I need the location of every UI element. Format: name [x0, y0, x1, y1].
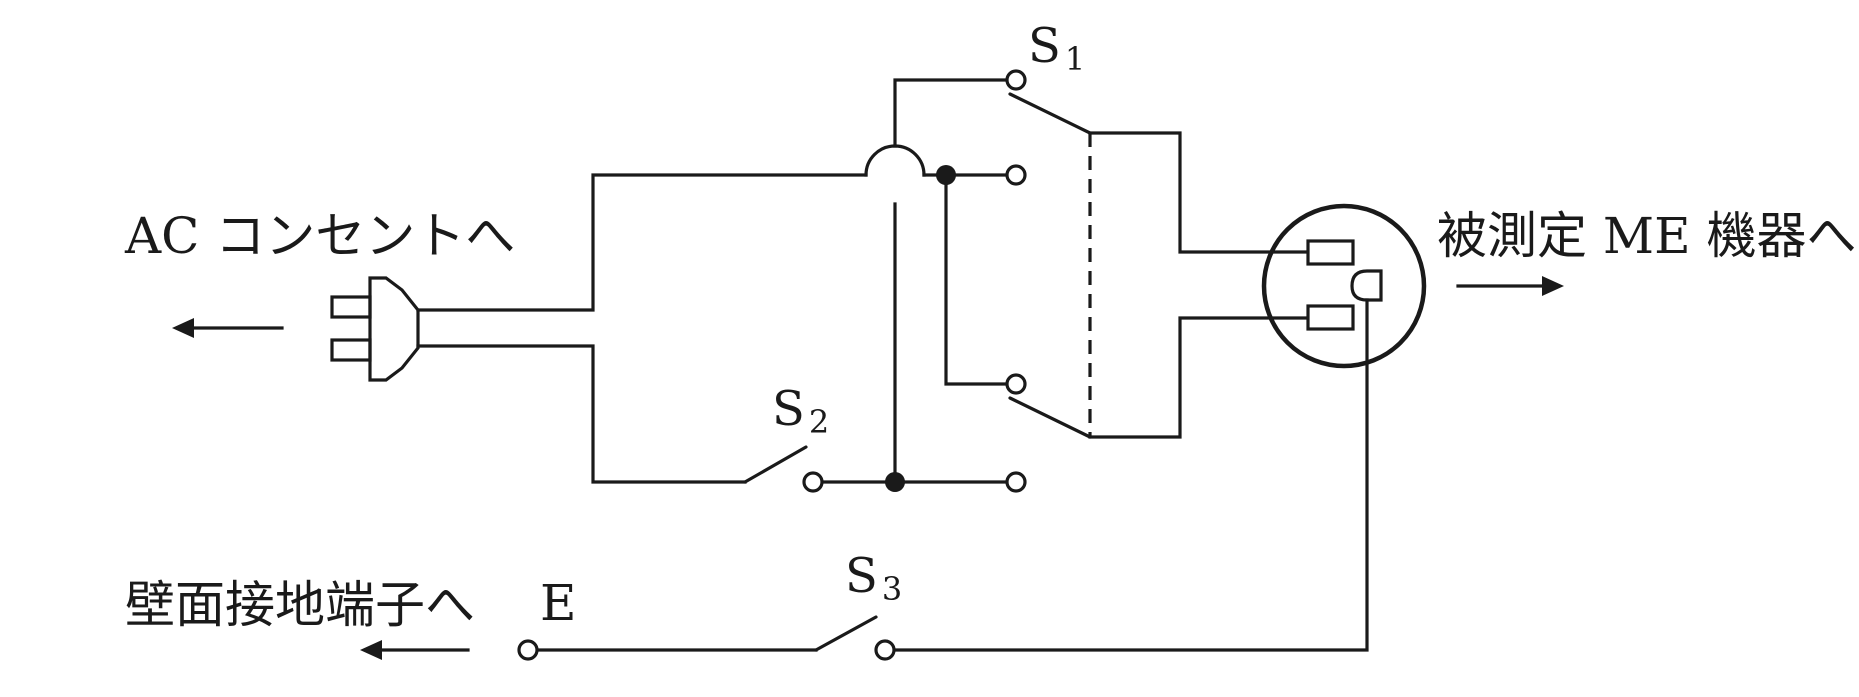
device-under-test-label: 被測定 ME 機器へ — [1437, 207, 1856, 265]
svg-text:S2: S2 — [772, 381, 829, 441]
ground-wire — [893, 298, 1369, 652]
wall-ground-label: 壁面接地端子へ — [125, 576, 475, 634]
junction-dot — [936, 165, 956, 185]
live-wire — [416, 173, 868, 312]
s1-middle-terminal — [1005, 164, 1027, 186]
s2-blade — [743, 445, 808, 484]
s3-blade — [814, 615, 878, 652]
s1-upper-blade — [1008, 92, 1092, 135]
ac-outlet-label: AC コンセントへ — [124, 207, 515, 265]
neutral-wire — [416, 344, 747, 484]
bottom-right-terminal — [1005, 471, 1027, 493]
earth-label: E — [540, 574, 577, 632]
right-arrow-icon — [1456, 276, 1564, 296]
earth-terminal — [517, 639, 539, 661]
left-arrow-icon — [360, 640, 470, 660]
svg-text:S3: S3 — [845, 548, 902, 608]
junction-dot — [885, 472, 905, 492]
plug-icon — [330, 276, 420, 382]
s1-lower-terminal — [1005, 373, 1027, 395]
outlet-icon — [1261, 203, 1427, 369]
s2-terminal — [802, 471, 824, 493]
s3-terminal — [874, 639, 896, 661]
svg-text:S1: S1 — [1028, 18, 1085, 78]
s1-lower-blade — [1008, 396, 1092, 439]
s1-upper-terminal — [1005, 69, 1027, 91]
left-arrow-icon — [172, 318, 284, 338]
wire-hop — [864, 144, 926, 177]
